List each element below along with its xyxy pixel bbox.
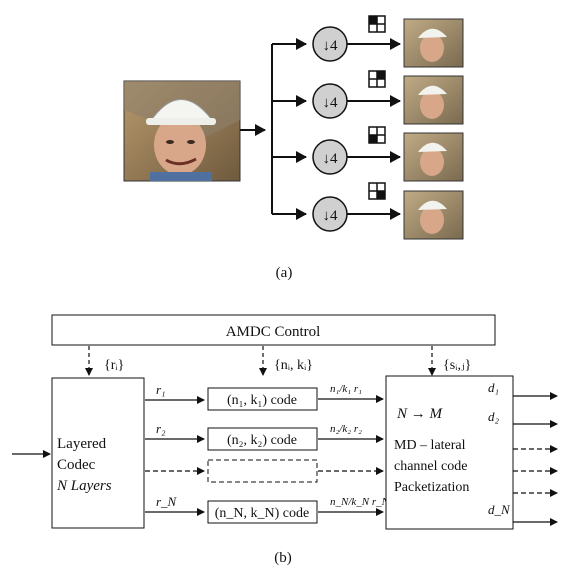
- polyphase-grid-icon: [368, 15, 386, 33]
- branch-1: ↓4: [272, 15, 464, 68]
- codec-line-2: Codec: [57, 457, 96, 473]
- polyphase-grid-icon: [368, 126, 386, 144]
- ratio-label-1: n₁/k₁ r₁: [330, 383, 362, 395]
- output-label-1: d₁: [488, 380, 499, 395]
- figure-a: ↓4 ↓4: [123, 15, 464, 281]
- md-packetization-box: [385, 375, 514, 530]
- codec-line-1: Layered: [57, 436, 107, 452]
- ratio-label-n: n_N/k_N r_N: [330, 496, 390, 508]
- ratio-label-2: n₂/k₂ r₂: [330, 423, 362, 435]
- downsample-label: ↓4: [323, 208, 339, 224]
- subsampled-frame: [403, 18, 464, 68]
- source-video-frame: [123, 80, 241, 182]
- rate-label-n: r_N: [156, 494, 178, 509]
- layered-codec-box: [51, 377, 145, 529]
- rate-label-1: r₁: [156, 382, 166, 397]
- code-box-1-label: (n₁, k₁) code: [227, 393, 297, 408]
- rate-label-2: r₂: [156, 421, 166, 436]
- branch-2: ↓4: [272, 70, 464, 125]
- downsample-label: ↓4: [323, 38, 339, 54]
- code-box-1: [207, 387, 318, 411]
- md-line-2: channel code: [394, 459, 467, 474]
- polyphase-grid-icon: [368, 70, 386, 88]
- branch-4: ↓4: [272, 182, 464, 240]
- md-map-label: N → M: [396, 406, 444, 422]
- caption-b: (b): [274, 550, 292, 566]
- md-line-3: Packetization: [394, 480, 469, 495]
- output-label-n: d_N: [488, 502, 511, 517]
- caption-a: (a): [276, 265, 293, 281]
- downsample-label: ↓4: [323, 95, 339, 111]
- subsampled-frame: [403, 75, 464, 125]
- code-box-n: [207, 500, 318, 524]
- subsampled-frame: [403, 132, 464, 182]
- branch-3: ↓4: [272, 126, 464, 182]
- figure-b: AMDC Control {rᵢ} {nᵢ, kᵢ} {sᵢ,ⱼ} Layere…: [12, 314, 558, 566]
- output-label-2: d₂: [488, 409, 500, 424]
- signal-s-label: {sᵢ,ⱼ}: [443, 358, 471, 373]
- code-box-2: [207, 427, 318, 451]
- signal-r-label: {rᵢ}: [104, 358, 124, 373]
- signal-nk-label: {nᵢ, kᵢ}: [274, 358, 313, 373]
- polyphase-grid-icon: [368, 182, 386, 200]
- code-box-placeholder: [207, 459, 318, 483]
- code-box-n-label: (n_N, k_N) code: [215, 506, 309, 521]
- amdc-control-label: AMDC Control: [226, 324, 321, 340]
- md-line-1: MD – lateral: [394, 438, 466, 453]
- codec-line-3: N Layers: [56, 478, 112, 494]
- downsample-label: ↓4: [323, 151, 339, 167]
- subsampled-frame: [403, 190, 464, 240]
- amdc-control-box: [51, 314, 496, 346]
- code-box-2-label: (n₂, k₂) code: [227, 433, 297, 448]
